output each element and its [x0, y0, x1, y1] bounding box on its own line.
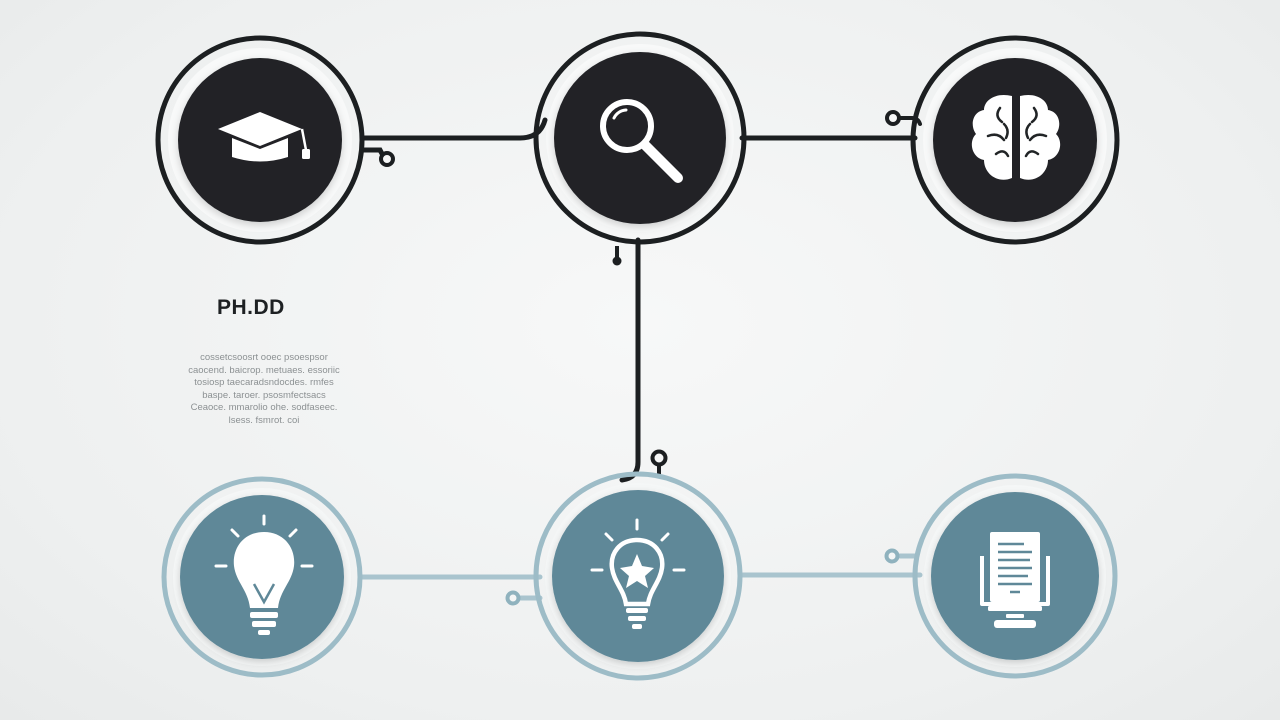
bottom-connectors: [359, 553, 923, 601]
description-line: cossetcsoosrt ooec psoespsor: [200, 352, 328, 363]
diagram-description: cossetcsoosrt ooec psoespsor caocend. ba…: [160, 352, 368, 427]
graduation-cap-icon: [218, 112, 310, 162]
brain-icon: [971, 94, 1061, 180]
node-brain: [910, 35, 1120, 245]
description-line: tosiosp taecaradsndocdes. rmfes: [194, 377, 334, 388]
node-lightbulb-star: [533, 471, 743, 681]
magnifying-glass-icon: [600, 99, 683, 183]
connector-dot: [650, 449, 668, 467]
connector-dot: [505, 590, 521, 606]
lightbulb-star-icon: [590, 518, 686, 629]
description-line: lsess. fsmrot. coi: [228, 414, 300, 426]
document-stand-icon: [980, 532, 1050, 628]
description-line: caocend. baicrop. metuaes. essoriic: [188, 364, 340, 376]
description-line: Ceaoce. mmarolio ohe. sodfaseec.: [190, 402, 338, 413]
connector-dot: [379, 151, 395, 167]
diagram-title: PH.DD: [217, 296, 285, 319]
description-line: baspe. taroer. psosmfectsacs: [202, 389, 326, 401]
node-lightbulb: [161, 476, 363, 678]
node-graduation-cap: [155, 35, 365, 245]
bottom-connector-dots: [505, 548, 900, 606]
connector-dot: [884, 548, 900, 564]
node-document-stand: [912, 473, 1118, 679]
connector-drop: [612, 256, 622, 266]
connector-cap-to-search: [359, 117, 548, 141]
connector-search-to-bottom: [619, 237, 641, 483]
lightbulb-icon: [214, 514, 314, 635]
node-magnifying-glass: [533, 31, 747, 245]
